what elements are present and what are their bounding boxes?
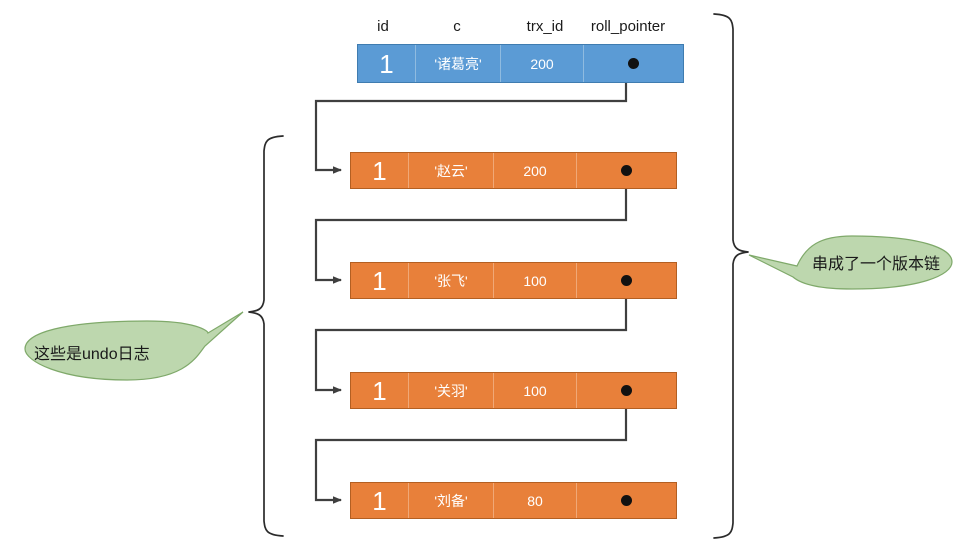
connector-undo-1-to-undo-2 xyxy=(314,172,628,284)
undo-log-row[interactable]: 1 '张飞' 100 xyxy=(350,262,677,299)
undo-log-group-brace xyxy=(248,135,284,537)
callout-left-undo-logs[interactable] xyxy=(24,311,244,381)
cell-trx-id-value: 100 xyxy=(523,272,547,289)
version-chain-brace xyxy=(713,13,749,539)
column-header-trx-id: trx_id xyxy=(526,18,564,35)
cell-c-value: '赵云' xyxy=(434,162,468,179)
cell-id-value: 1 xyxy=(379,48,394,79)
cell-trx-id: 80 xyxy=(494,483,577,518)
cell-c: '刘备' xyxy=(409,483,494,518)
cell-roll-pointer xyxy=(577,483,676,518)
cell-trx-id: 200 xyxy=(494,153,577,188)
callout-left-label: 这些是undo日志 xyxy=(34,346,150,363)
cell-trx-id: 100 xyxy=(494,263,577,298)
cell-c: '关羽' xyxy=(409,373,494,408)
cell-id: 1 xyxy=(351,373,409,408)
column-header-roll-pointer: roll_pointer xyxy=(590,18,666,35)
cell-trx-id: 100 xyxy=(494,373,577,408)
connector-current-to-undo-1 xyxy=(314,66,628,174)
undo-log-row[interactable]: 1 '关羽' 100 xyxy=(350,372,677,409)
cell-c: '张飞' xyxy=(409,263,494,298)
cell-id: 1 xyxy=(351,153,409,188)
cell-c-value: '张飞' xyxy=(434,272,468,289)
cell-trx-id-value: 200 xyxy=(530,55,554,72)
cell-roll-pointer xyxy=(577,153,676,188)
cell-trx-id-value: 80 xyxy=(527,492,543,509)
roll-pointer-dot-icon xyxy=(621,165,632,176)
callout-right-version-chain[interactable] xyxy=(748,235,953,290)
cell-c: '诸葛亮' xyxy=(416,45,501,82)
cell-roll-pointer xyxy=(577,373,676,408)
undo-log-row[interactable]: 1 '刘备' 80 xyxy=(350,482,677,519)
cell-id-value: 1 xyxy=(372,265,387,296)
roll-pointer-dot-icon xyxy=(628,58,639,69)
cell-id-value: 1 xyxy=(372,485,387,516)
cell-trx-id-value: 200 xyxy=(523,162,547,179)
connector-undo-3-to-undo-4 xyxy=(314,392,628,504)
roll-pointer-dot-icon xyxy=(621,495,632,506)
cell-c-value: '刘备' xyxy=(434,492,468,509)
cell-c-value: '诸葛亮' xyxy=(434,55,482,72)
column-header-c: c xyxy=(453,18,461,35)
connector-undo-2-to-undo-3 xyxy=(314,282,628,394)
cell-c-value: '关羽' xyxy=(434,382,468,399)
cell-id: 1 xyxy=(358,45,416,82)
cell-id-value: 1 xyxy=(372,155,387,186)
cell-roll-pointer xyxy=(577,263,676,298)
cell-roll-pointer xyxy=(584,45,683,82)
current-record-row[interactable]: 1 '诸葛亮' 200 xyxy=(357,44,684,83)
cell-trx-id-value: 100 xyxy=(523,382,547,399)
column-header-id: id xyxy=(377,18,389,35)
cell-trx-id: 200 xyxy=(501,45,584,82)
cell-id: 1 xyxy=(351,263,409,298)
callout-right-label: 串成了一个版本链 xyxy=(812,256,941,273)
undo-log-row[interactable]: 1 '赵云' 200 xyxy=(350,152,677,189)
cell-id: 1 xyxy=(351,483,409,518)
roll-pointer-dot-icon xyxy=(621,385,632,396)
cell-c: '赵云' xyxy=(409,153,494,188)
cell-id-value: 1 xyxy=(372,375,387,406)
roll-pointer-dot-icon xyxy=(621,275,632,286)
